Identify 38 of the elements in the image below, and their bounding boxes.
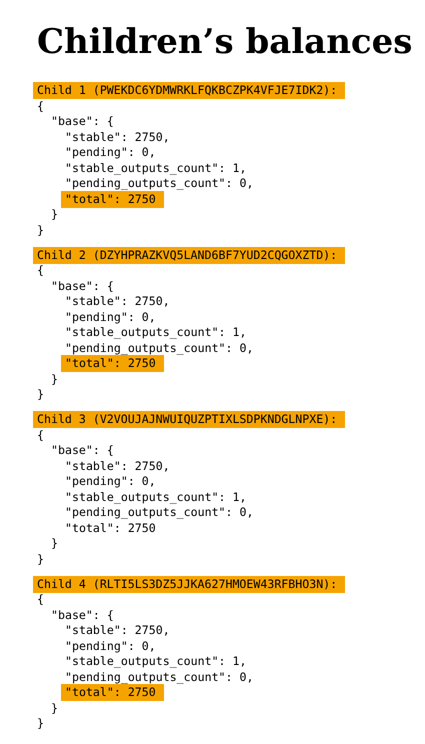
code-line: }	[51, 700, 58, 716]
code-line: "stable": 2750,	[65, 293, 170, 310]
code-line: "pending_outputs_count": 0,	[65, 668, 254, 686]
highlighted-heading: Child 1 (PWEKDC6YDMWRKLFQKBCZPK4VFJE7IDK2):	[33, 82, 346, 99]
code-line: {	[37, 262, 44, 279]
code-line: "base": {	[51, 606, 114, 624]
code-line: "stable_outputs_count": 1,	[65, 324, 246, 341]
highlighted-heading: Child 4 (RLTI5LS3DZ5JJKA627HMOEW43RFBHO3N):	[33, 576, 346, 592]
code-line: "pending": 0,	[65, 638, 156, 654]
highlighted-heading: Child 3 (V2VOUJAJNWUIQUZPTIXLSDPKNDGLNPXE):	[33, 411, 346, 428]
code-line: }	[51, 206, 58, 223]
code-line: "stable": 2750,	[65, 622, 170, 639]
code-line: "pending_outputs_count": 0,	[65, 340, 254, 356]
code-line: "pending": 0,	[65, 144, 156, 161]
code-line: "pending_outputs_count": 0,	[65, 504, 254, 521]
code-line: }	[51, 370, 58, 388]
code-line: "stable_outputs_count": 1,	[65, 160, 246, 176]
code-line: "base": {	[51, 113, 114, 130]
code-line: "pending": 0,	[65, 308, 156, 326]
code-line: }	[37, 386, 44, 403]
code-line: }	[37, 550, 44, 568]
code-line: "pending_outputs_count": 0,	[65, 175, 254, 192]
page-title: Children’s balances	[37, 22, 412, 62]
code-line: "stable": 2750,	[65, 458, 170, 474]
code-line: }	[37, 222, 44, 238]
code-line: "stable": 2750,	[65, 128, 170, 146]
code-line: "base": {	[51, 278, 114, 294]
code-line: "stable_outputs_count": 1,	[65, 488, 246, 506]
code-line: {	[37, 426, 44, 444]
code-line: }	[37, 715, 44, 732]
code-line: {	[37, 591, 44, 608]
code-line: }	[51, 535, 58, 552]
code-line: "pending": 0,	[65, 473, 156, 490]
code-line: "total": 2750	[65, 520, 156, 536]
highlighted-heading: Child 2 (DZYHPRAZKVQ5LAND6BF7YUD2CQGOXZTD):	[33, 246, 346, 264]
code-line: "stable_outputs_count": 1,	[65, 653, 246, 670]
code-line: "base": {	[51, 442, 114, 459]
code-line: {	[37, 98, 44, 114]
